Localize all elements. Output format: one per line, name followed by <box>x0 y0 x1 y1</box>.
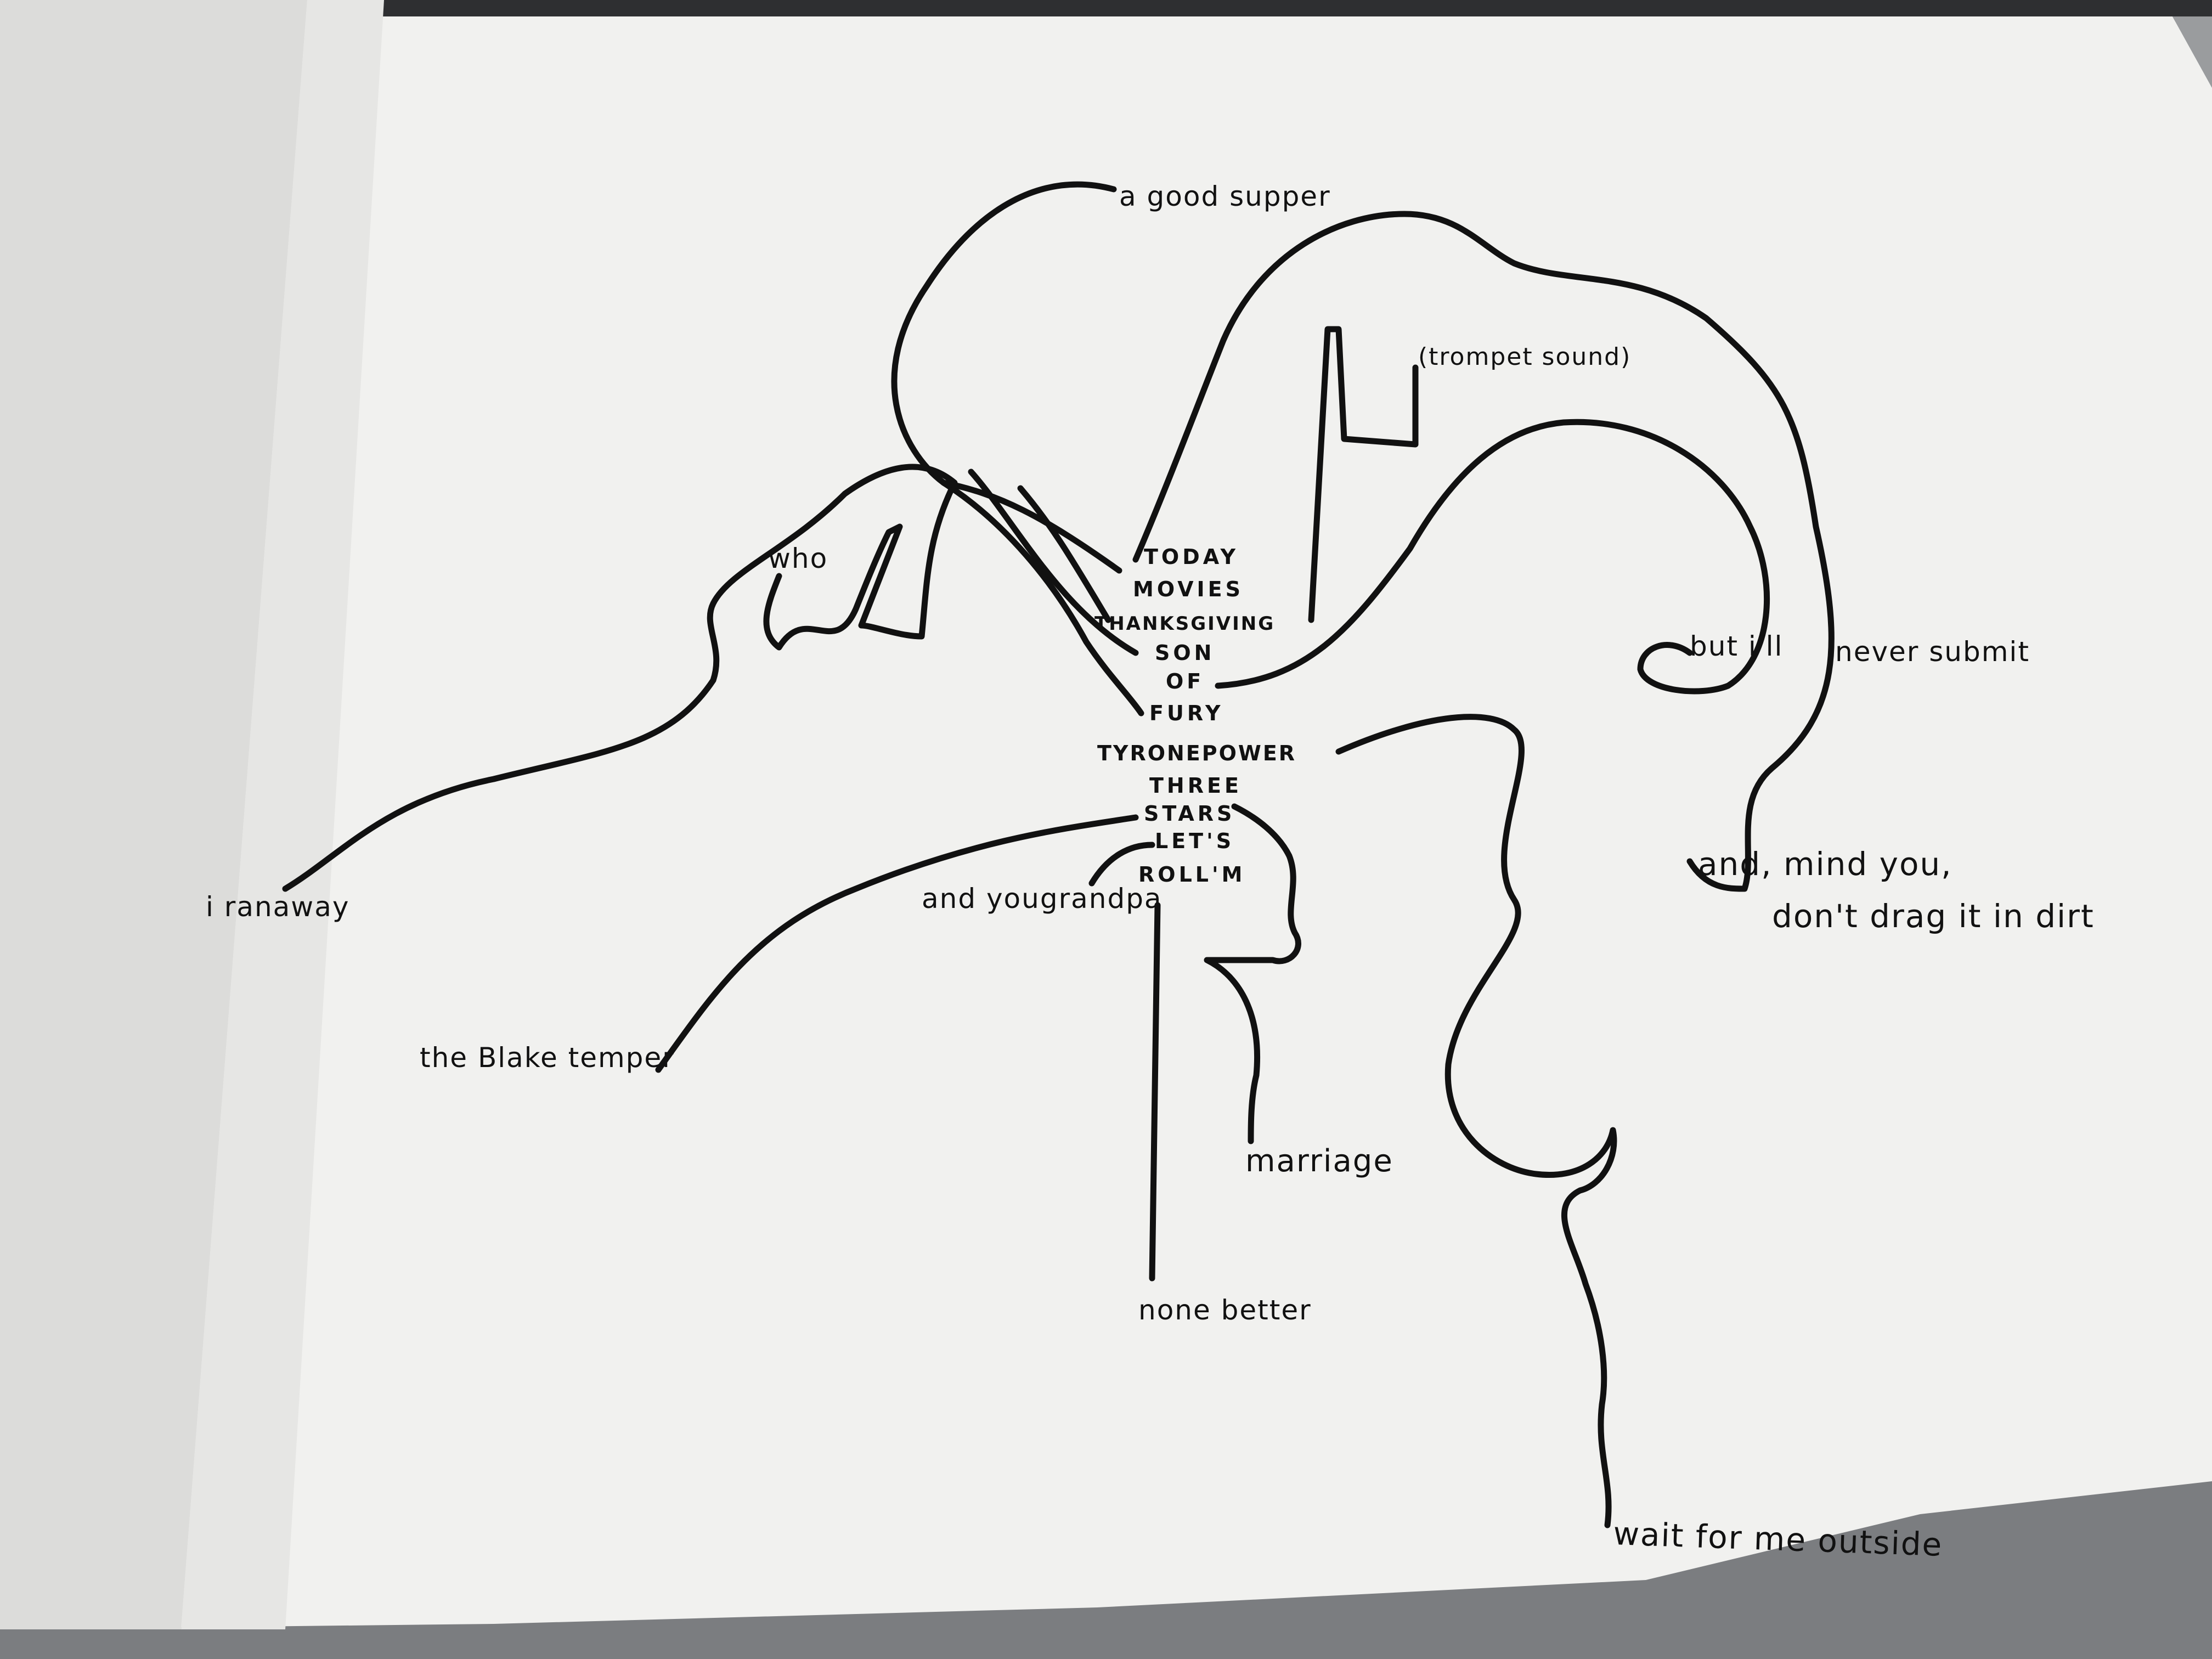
line-trumpet <box>1308 326 1419 623</box>
label-trumpet-sound: (trompet sound) <box>1418 343 1631 371</box>
label-and-mind-you: and, mind you, <box>1698 845 1953 883</box>
label-stars: STARS <box>1144 802 1235 826</box>
label-i-ran-away: i ranaway <box>206 891 349 923</box>
line-cross-thanks <box>1017 485 1111 623</box>
line-who-head <box>282 464 958 892</box>
label-son: SON <box>1155 641 1215 665</box>
label-today: TODAY <box>1144 545 1239 569</box>
line-good-supper <box>891 181 1144 716</box>
label-dont-drag: don't drag it in dirt <box>1772 898 2095 935</box>
line-today-arch <box>1132 211 1835 892</box>
line-wait-outside <box>1335 714 1617 1528</box>
label-none-better: none better <box>1138 1294 1312 1326</box>
label-of: OF <box>1166 669 1204 693</box>
page-gutter-shadow-soft <box>181 0 384 1629</box>
label-tyrone-power: TYRONEPOWER <box>1097 741 1296 765</box>
line-blake-temper <box>655 814 1139 1073</box>
line-none-better <box>1149 902 1161 1282</box>
line-of-arch <box>1215 419 1770 695</box>
label-a-good-supper: a good supper <box>1119 180 1331 212</box>
line-lets-roll <box>1088 842 1155 887</box>
label-thanksgiving: THANKSGIVING <box>1094 613 1275 635</box>
label-never-submit: never submit <box>1835 636 2030 668</box>
label-rollm: ROLL'M <box>1138 862 1245 887</box>
label-but-ill: but i'll <box>1690 630 1783 662</box>
label-fury: FURY <box>1149 701 1224 725</box>
label-lets: LET'S <box>1155 829 1234 853</box>
label-marriage: marriage <box>1245 1143 1393 1179</box>
line-cross-son <box>968 469 1139 656</box>
line-face-marriage <box>1204 803 1301 1144</box>
label-movies: MOVIES <box>1133 577 1244 601</box>
right-edge <box>2172 16 2212 88</box>
page-gutter-shadow <box>0 0 307 1629</box>
label-three: THREE <box>1149 774 1242 798</box>
label-the-blake-temper: the Blake temper <box>420 1042 675 1074</box>
line-cross-movies <box>940 479 1122 574</box>
label-who: who <box>768 543 828 574</box>
label-and-you-grandpa: and yougrandpa <box>922 883 1163 915</box>
